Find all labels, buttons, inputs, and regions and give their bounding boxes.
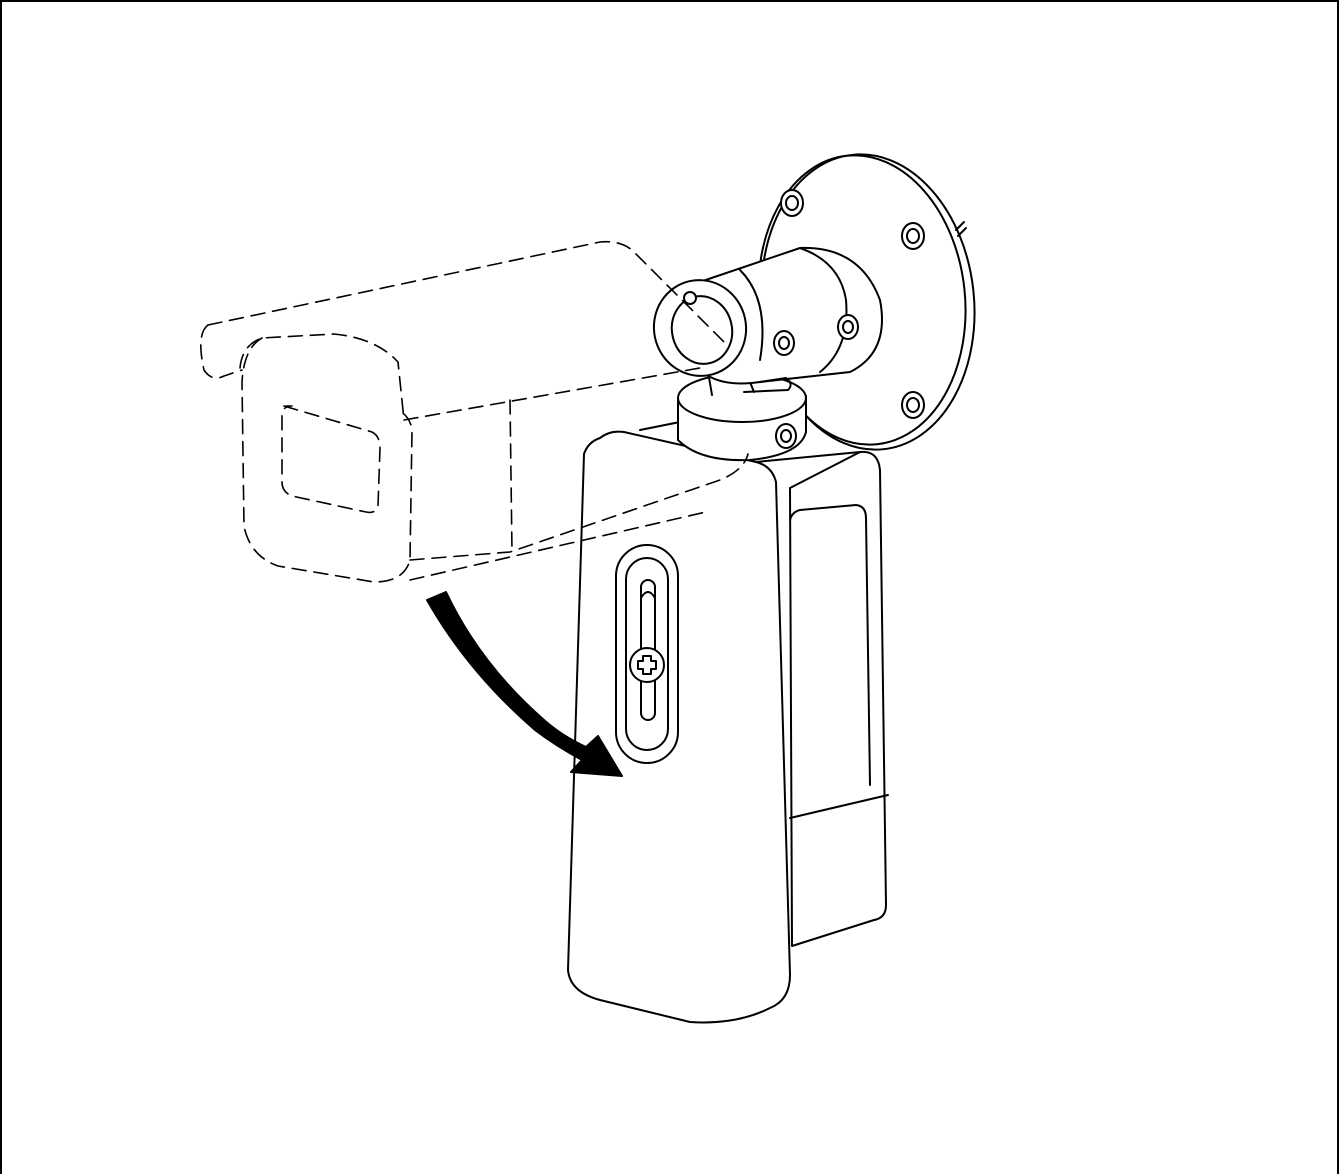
mount-arm [652,246,883,393]
arm-screw-icon [773,330,795,356]
plate-screw-icon [780,189,804,217]
bracket-body [789,450,889,947]
camera-housing-dashed [200,240,749,583]
plate-screw-icon [901,391,925,419]
adjustment-screw-icon [629,647,665,683]
plate-screw-icon [901,222,925,250]
arm-screw-icon [837,314,859,340]
rotation-arrow-icon [426,591,623,777]
